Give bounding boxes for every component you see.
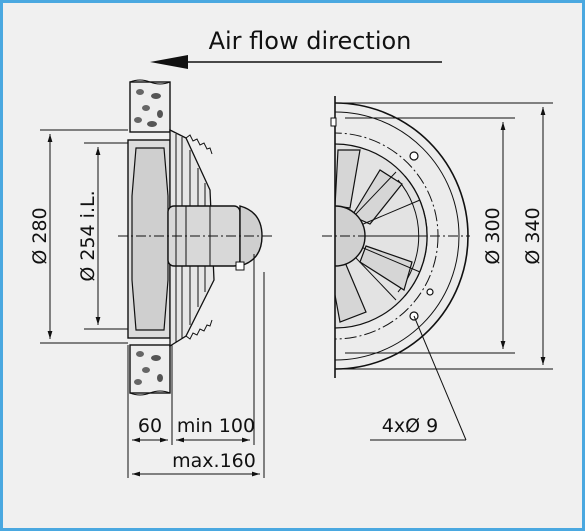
dim-inner-line xyxy=(84,142,128,330)
mounting-holes xyxy=(409,151,434,321)
front-view: Ø 300 Ø 340 4xØ 9 xyxy=(322,96,553,441)
wall-top xyxy=(129,79,171,133)
dim-outer-line xyxy=(40,129,128,344)
holes-leader xyxy=(370,315,467,441)
blade-profile xyxy=(131,147,169,331)
airflow-arrow xyxy=(150,55,442,69)
fan-blades xyxy=(335,149,413,323)
dim-max-label: max.160 xyxy=(172,450,256,472)
airflow-title: Air flow direction xyxy=(209,27,412,55)
guard-teeth xyxy=(185,134,213,340)
dim-min-label: min 100 xyxy=(177,415,255,437)
dim-ring-label: Ø 300 xyxy=(482,207,504,264)
dim-bottom-lines xyxy=(127,254,265,478)
holes-label: 4xØ 9 xyxy=(382,415,438,437)
dim-outer-label: Ø 280 xyxy=(29,207,51,264)
dim-outer-ring-label: Ø 340 xyxy=(522,207,544,264)
dim-inner-label: Ø 254 i.L. xyxy=(77,190,99,281)
side-view: Ø 280 Ø 254 i.L. 60 min 100 max.160 xyxy=(29,79,272,478)
wall-bottom xyxy=(129,344,171,396)
dim-outer-ring-line xyxy=(340,102,553,370)
dim-depth-label: 60 xyxy=(138,415,162,437)
